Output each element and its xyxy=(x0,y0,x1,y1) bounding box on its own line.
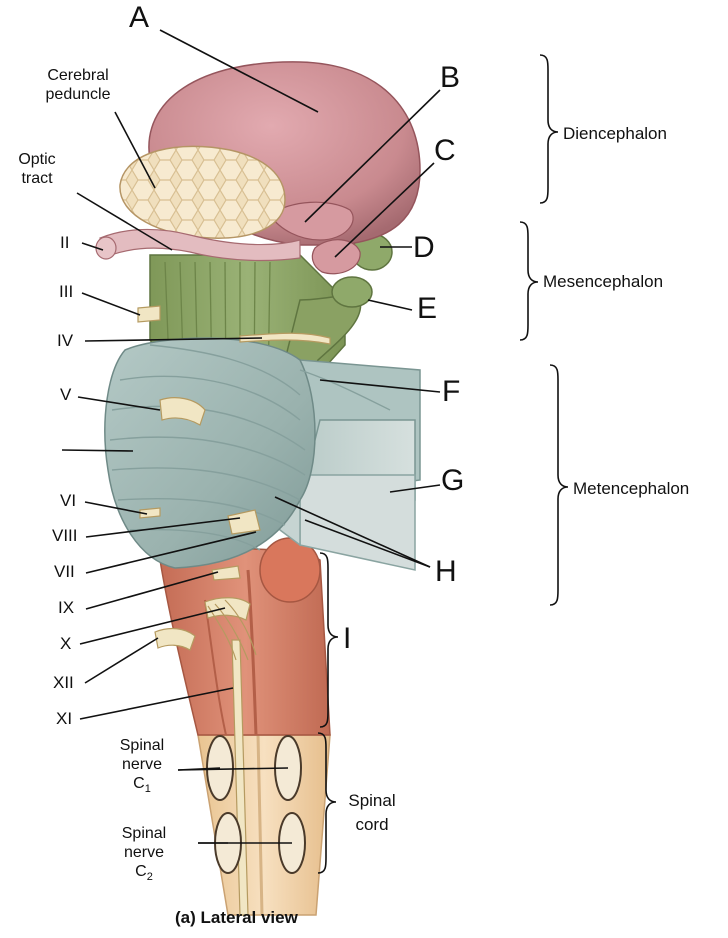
label-spinal-cord: Spinal cord xyxy=(342,789,402,837)
figure-caption: (a) Lateral view xyxy=(175,908,298,928)
label-nerve-XII: XII xyxy=(53,674,74,692)
bracket-metencephalon xyxy=(550,365,568,605)
label-A: A xyxy=(129,3,149,33)
label-C: C xyxy=(434,136,456,166)
label-nerve-V: V xyxy=(60,386,71,404)
label-nerve-VIII: VIII xyxy=(52,527,78,545)
leader-III xyxy=(82,293,140,315)
label-D: D xyxy=(413,233,435,263)
label-H: H xyxy=(435,557,457,587)
label-B: B xyxy=(440,63,460,93)
label-spinal-nerve-c1: Spinal nerve C1 xyxy=(111,736,173,799)
hypoglossal-nerve xyxy=(155,629,195,650)
bracket-mesencephalon xyxy=(520,222,538,340)
label-optic-tract: Optic tract xyxy=(11,150,63,188)
label-spinal-nerve-c2: Spinal nerve C2 xyxy=(113,824,175,887)
label-nerve-II: II xyxy=(60,234,69,252)
leader-E xyxy=(368,300,412,310)
inferior-colliculus xyxy=(332,277,372,307)
label-nerve-VI: VI xyxy=(60,492,76,510)
label-nerve-XI: XI xyxy=(56,710,72,728)
label-G: G xyxy=(441,466,464,496)
leader-XII xyxy=(85,638,158,683)
label-mesencephalon: Mesencephalon xyxy=(543,272,663,292)
label-diencephalon: Diencephalon xyxy=(563,124,667,144)
label-nerve-III: III xyxy=(59,283,73,301)
label-E: E xyxy=(417,294,437,324)
label-nerve-IX: IX xyxy=(58,599,74,617)
leader-blank xyxy=(62,450,133,451)
label-nerve-X: X xyxy=(60,635,71,653)
label-nerve-IV: IV xyxy=(57,332,73,350)
label-F: F xyxy=(442,377,460,407)
label-nerve-VII: VII xyxy=(54,563,75,581)
bracket-diencephalon xyxy=(540,55,558,203)
label-I: I xyxy=(343,624,351,654)
label-metencephalon: Metencephalon xyxy=(573,479,689,499)
label-cerebral-peduncle: Cerebral peduncle xyxy=(33,66,123,104)
oculomotor-nerve xyxy=(138,306,160,322)
